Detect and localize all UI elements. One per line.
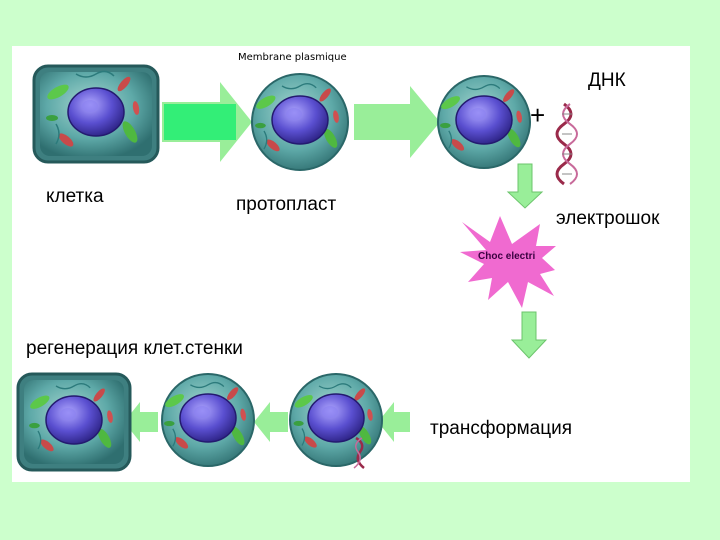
diagram-art (12, 46, 690, 482)
cell-with-wall-top (34, 66, 158, 162)
regeneration-label: регенерация клет.стенки (26, 338, 243, 360)
plus-sign: + (530, 100, 545, 131)
arrow-protoplast-to-protoplast (354, 86, 440, 158)
dna-label: ДНК (588, 70, 626, 92)
slide-canvas: Membrane plasmique ДНК + клетка протопла… (12, 46, 690, 482)
cell-with-wall-bottom (18, 374, 130, 470)
arrow-bottom-middle (254, 402, 288, 442)
protoplast-label: протопласт (236, 194, 336, 216)
arrow-down-from-shock (512, 312, 546, 358)
cell-label: клетка (46, 186, 104, 208)
arrow-down-to-shock (508, 164, 542, 208)
dna-helix-icon (557, 104, 577, 184)
shock-burst-text: Choc electri (478, 251, 535, 262)
membrane-label: Membrane plasmique (238, 52, 347, 63)
transformation-label: трансформация (430, 418, 572, 440)
arrow-cell-to-protoplast (162, 82, 252, 162)
transformed-protoplast (290, 374, 382, 468)
protoplast-bottom (162, 374, 254, 466)
electroshock-label: электрошок (556, 208, 659, 230)
protoplast-cell (252, 74, 348, 170)
electroshock-burst-icon (460, 216, 556, 308)
protoplast-cell-second (438, 76, 530, 168)
